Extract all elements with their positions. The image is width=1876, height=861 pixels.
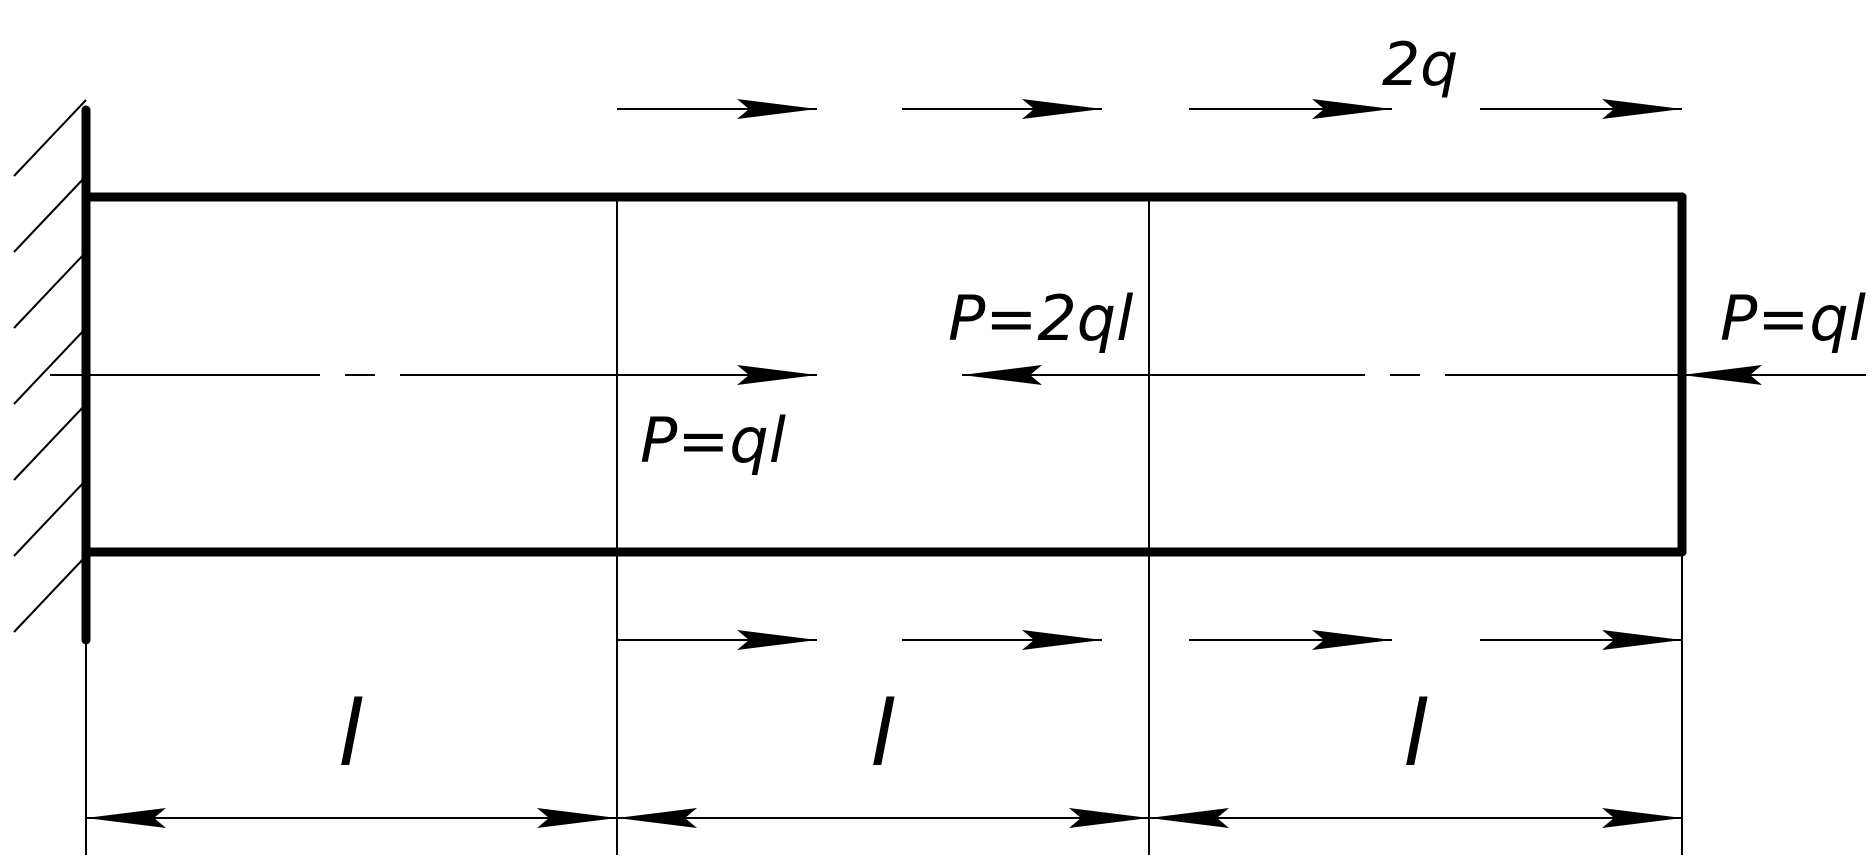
wall-hatching <box>13 99 87 633</box>
beam <box>81 192 1687 557</box>
fixed-support <box>13 99 91 645</box>
force-label-left: P=ql <box>640 404 786 477</box>
force-label-middle: P=2ql <box>948 282 1133 355</box>
segment-length-label-1: l <box>338 682 363 787</box>
force-label-right: P=ql <box>1720 282 1866 355</box>
section-lines <box>85 197 1683 855</box>
segment-length-label-2: l <box>870 682 895 787</box>
segment-length-label-3: l <box>1403 682 1428 787</box>
distributed-load-label: 2q <box>1382 30 1458 100</box>
